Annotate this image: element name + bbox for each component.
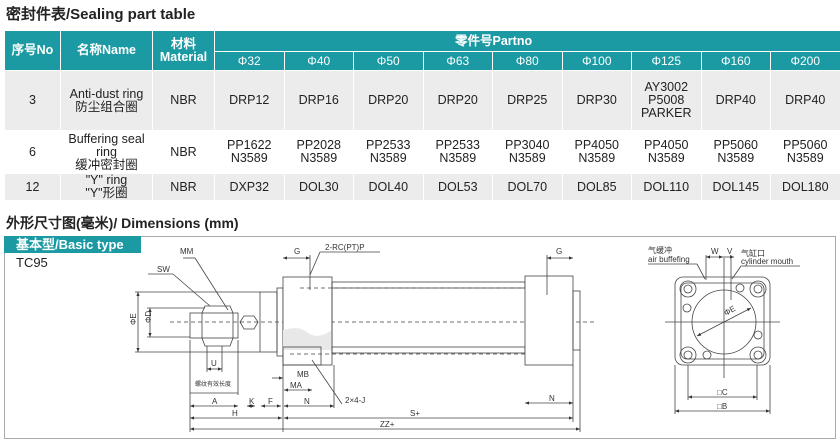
svg-text:A: A [212,397,218,406]
dimension-drawing-frame [4,236,836,439]
sealing-table-title: 密封件表/Sealing part table [6,6,196,23]
svg-text:N: N [304,397,310,406]
svg-text:air buffefing: air buffefing [648,255,690,264]
bore-header: Φ200 [770,51,840,71]
cell-no: 12 [4,173,61,201]
svg-text:MA: MA [290,381,303,390]
cell-partno: DRP20 [353,70,424,131]
svg-text:□B: □B [717,402,727,411]
cell-material: NBR [152,173,215,201]
model-label: TC95 [16,255,48,270]
svg-text:G: G [556,247,562,256]
svg-text:2×4-J: 2×4-J [345,396,365,405]
dimensions-title: 外形尺寸图(毫米)/ Dimensions (mm) [6,215,239,231]
svg-text:cylinder mouth: cylinder mouth [741,257,793,266]
svg-text:V: V [727,247,733,256]
header-partno: 零件号Partno [214,30,840,52]
svg-text:W: W [711,247,719,256]
bore-header: Φ63 [422,51,493,71]
cell-partno: DOL180 [770,173,840,201]
cell-partno: DRP40 [700,70,771,131]
svg-text:H: H [232,409,238,418]
cell-partno: DXP32 [214,173,285,201]
cell-partno: DRP20 [422,70,493,131]
side-view [135,251,595,432]
cell-partno: DOL30 [283,173,354,201]
svg-text:气缸口: 气缸口 [741,248,765,258]
svg-text:□C: □C [717,388,728,397]
svg-text:2-RC(PT)P: 2-RC(PT)P [325,243,365,252]
svg-text:气缓冲: 气缓冲 [648,245,672,255]
cell-partno: DOL70 [492,173,563,201]
cell-partno: DOL110 [631,173,702,201]
side-view-labels: MM SW ΦE ΦD U 螺纹有效长度 A K F N H S+ ZZ+ G … [129,243,562,429]
svg-text:G: G [294,247,300,256]
svg-text:ΦD: ΦD [144,311,153,323]
svg-text:MB: MB [297,370,309,379]
cell-material: NBR [152,70,215,131]
svg-text:S+: S+ [410,409,420,418]
svg-text:U: U [211,359,217,368]
cell-name: "Y" ring"Y"形圈 [60,173,153,201]
cell-partno: DRP40 [770,70,840,131]
cell-partno: DRP12 [214,70,285,131]
svg-text:ZZ+: ZZ+ [380,420,395,429]
bore-header: Φ50 [353,51,424,71]
end-view-labels: 气缓冲 air buffefing W V 气缸口 cylinder mouth… [648,245,793,411]
svg-text:螺纹有效长度: 螺纹有效长度 [195,380,231,388]
cell-partno: DOL145 [700,173,771,201]
bore-header: Φ100 [561,51,632,71]
cell-partno: DOL53 [422,173,493,201]
header-name: 名称Name [60,30,153,71]
svg-text:ΦE: ΦE [723,304,738,318]
cell-no: 3 [4,70,61,131]
svg-text:N: N [549,394,555,403]
svg-text:F: F [268,397,273,406]
cell-partno: DOL85 [561,173,632,201]
svg-text:ΦE: ΦE [129,313,138,325]
basic-type-badge: 基本型/Basic type [4,236,141,253]
svg-text:SW: SW [157,265,170,274]
cell-partno: DRP25 [492,70,563,131]
end-view [648,255,800,414]
bore-header: Φ80 [492,51,563,71]
svg-text:MM: MM [180,247,194,256]
cell-partno: DRP30 [561,70,632,131]
svg-text:K: K [249,397,255,406]
cell-partno: DOL40 [353,173,424,201]
bore-header: Φ40 [283,51,354,71]
cell-material: NBR [152,130,215,174]
cell-no: 6 [4,130,61,174]
